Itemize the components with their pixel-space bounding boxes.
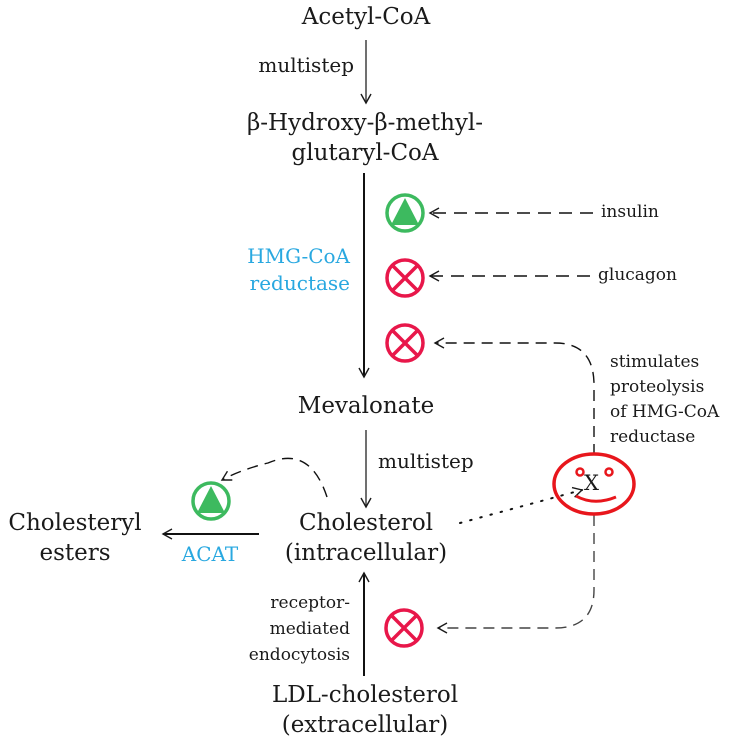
- enzyme-hmg-coa-reductase-line2: reductase: [249, 271, 350, 295]
- dotted-arrow-cholesterol-to-x: [459, 486, 584, 524]
- x-note-line3: of HMG-CoA: [610, 402, 720, 422]
- enzyme-hmg-coa-reductase-line1: HMG-CoA: [247, 244, 350, 268]
- enzyme-acat: ACAT: [181, 542, 239, 566]
- metabolite-hmg-coa-line1: β-Hydroxy-β-methyl-: [246, 110, 484, 136]
- step-label-endocytosis-line1: receptor-: [270, 593, 350, 613]
- regulator-insulin: insulin: [601, 202, 659, 222]
- dashed-arrow-x-to-hmgcoa-reductase: [433, 337, 595, 455]
- metabolite-mevalonate: Mevalonate: [297, 393, 435, 419]
- metabolite-ldl-line1: LDL-cholesterol: [271, 682, 459, 708]
- dashed-arrow-cholesterol-to-acat: [220, 457, 328, 498]
- metabolite-cholesteryl-esters-line2: esters: [39, 540, 111, 566]
- metabolite-cholesterol-line2: (intracellular): [284, 540, 448, 566]
- step-label-multistep-2: multistep: [378, 449, 474, 473]
- inhibitor-icon: [385, 258, 425, 298]
- metabolite-ldl-line2: (extracellular): [281, 712, 449, 738]
- metabolite-hmg-coa-line2: glutaryl-CoA: [291, 140, 439, 166]
- dashed-arrow-x-to-endocytosis: [436, 515, 595, 634]
- metabolite-cholesteryl-esters-line1: Cholesteryl: [8, 510, 142, 536]
- inhibitor-icon: [385, 323, 425, 363]
- inhibitor-icon: [384, 608, 424, 648]
- x-note-line1: stimulates: [610, 352, 700, 372]
- x-note-line2: proteolysis: [610, 377, 705, 397]
- step-label-endocytosis-line2: mediated: [269, 619, 350, 639]
- step-label-multistep-1: multistep: [258, 53, 354, 77]
- activator-icon: [385, 193, 425, 233]
- regulator-x: X: [584, 471, 599, 495]
- metabolite-acetyl-coa: Acetyl-CoA: [301, 4, 431, 30]
- x-note-line4: reductase: [610, 427, 696, 447]
- activator-icon: [191, 481, 231, 521]
- step-label-endocytosis-line3: endocytosis: [248, 645, 350, 665]
- metabolite-cholesterol-line1: Cholesterol: [298, 510, 434, 536]
- smiley-x-icon: [552, 452, 636, 516]
- regulator-glucagon: glucagon: [598, 265, 677, 285]
